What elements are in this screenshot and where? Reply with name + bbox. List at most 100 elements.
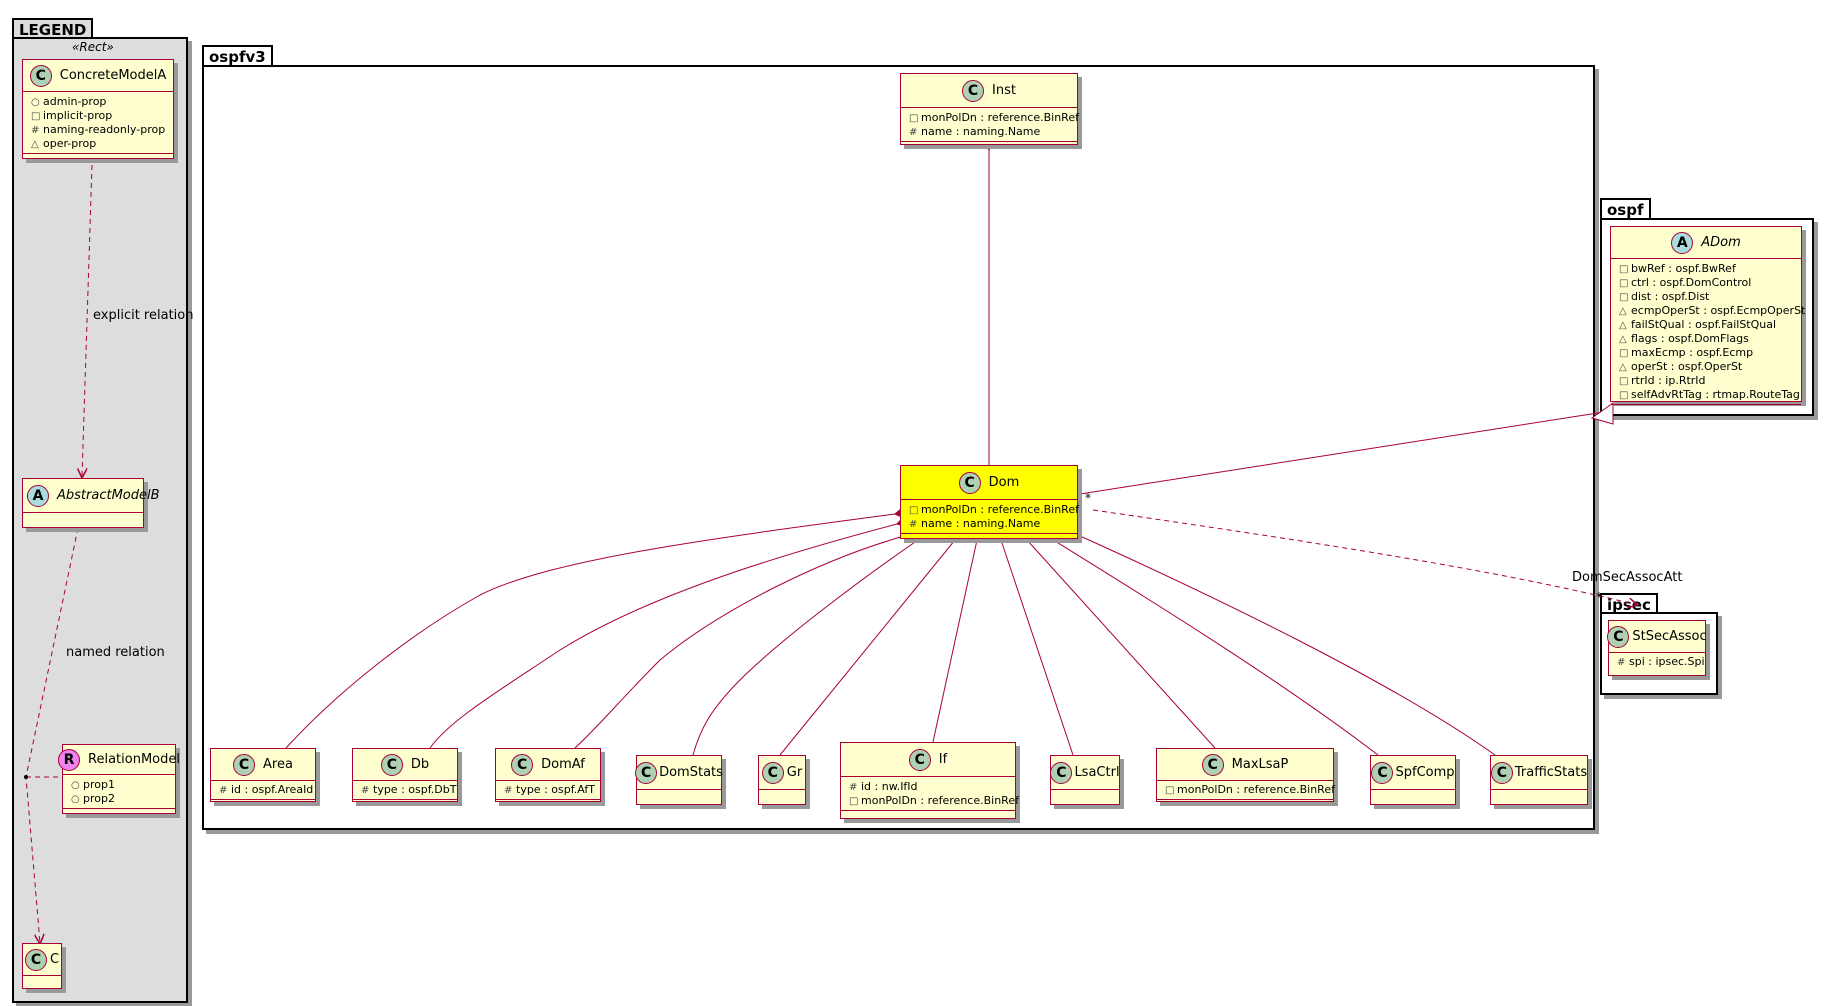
class-name: Gr xyxy=(786,765,803,780)
attr-row: #naming-readonly-prop xyxy=(31,123,166,136)
attr-row: □monPolDn : reference.BinRef xyxy=(1165,783,1335,796)
dom-trafficstats-composition xyxy=(1066,528,1496,756)
attr-row: △failStQual : ospf.FailStQual xyxy=(1619,318,1777,331)
attr-row: □monPolDn : reference.BinRef xyxy=(909,503,1079,516)
attr-row: #type : ospf.DbT xyxy=(361,783,457,796)
db-class: C Db #type : ospf.DbT xyxy=(352,748,458,802)
public-icon: ○ xyxy=(31,97,40,108)
class-name: Db xyxy=(410,757,430,772)
dom-if-composition xyxy=(932,525,984,743)
package-icon: △ xyxy=(1619,306,1627,317)
private-icon: □ xyxy=(1619,278,1629,289)
domstats-class: C DomStats xyxy=(635,755,723,805)
dom-stsecassoc-association xyxy=(1092,509,1637,605)
dom-domaf-composition xyxy=(574,529,919,749)
class-name: ConcreteModelA xyxy=(59,68,167,83)
stsecassoc-class: C StSecAssoc #spi : ipsec.Spi xyxy=(1607,620,1707,676)
private-icon: □ xyxy=(31,111,41,122)
class-name: ADom xyxy=(1701,235,1741,250)
class-name: StSecAssoc xyxy=(1632,629,1707,644)
class-name: If xyxy=(938,752,948,767)
class-c-icon: C xyxy=(1050,761,1073,784)
class-c-icon: C xyxy=(380,753,403,776)
explicit-relation-label: explicit relation xyxy=(93,308,194,323)
attr-row: #name : naming.Name xyxy=(909,517,1041,530)
relation-junction xyxy=(24,775,28,779)
class-name: C xyxy=(49,952,60,967)
public-icon: ○ xyxy=(71,780,80,791)
adom-class: A ADom □bwRef : ospf.BwRef □ctrl : ospf.… xyxy=(1610,226,1806,405)
ospfv3-package-tab: ospfv3 xyxy=(202,45,273,66)
attr-row: □bwRef : ospf.BwRef xyxy=(1619,262,1736,275)
dom-class: C Dom □monPolDn : reference.BinRef #name… xyxy=(900,465,1079,539)
dom-spfcomp-composition xyxy=(1037,530,1379,756)
protected-icon: # xyxy=(31,125,40,136)
inst-class: C Inst □monPolDn : reference.BinRef #nam… xyxy=(900,73,1079,145)
legend-relation-class: R RelationModel ○prop1 ○prop2 xyxy=(58,744,180,814)
class-c-icon: C xyxy=(1201,753,1224,776)
class-name: Inst xyxy=(992,83,1016,98)
attr-row: △ecmpOperSt : ospf.EcmpOperSt xyxy=(1619,304,1806,317)
class-c-icon: C xyxy=(24,948,47,971)
class-name: TrafficStats xyxy=(1514,765,1588,780)
area-class: C Area #id : ospf.AreaId xyxy=(210,748,316,802)
legend-abstract-class: A AbstractModelB xyxy=(22,478,160,528)
class-c-icon: C xyxy=(1607,625,1630,648)
attr-row: □monPolDn : reference.BinRef xyxy=(909,111,1079,124)
dom-maxlsap-composition xyxy=(1016,528,1216,749)
inheritance-triangle xyxy=(1590,402,1614,425)
dom-domstats-composition xyxy=(692,531,931,756)
dom-lsactrl-composition xyxy=(994,525,1074,756)
protected-icon: # xyxy=(849,782,858,793)
class-name: MaxLsaP xyxy=(1231,757,1289,772)
class-name: LsaCtrl xyxy=(1074,765,1120,780)
protected-icon: # xyxy=(504,785,513,796)
private-icon: □ xyxy=(849,796,859,807)
lsactrl-class: C LsaCtrl xyxy=(1050,755,1120,805)
private-icon: □ xyxy=(1165,785,1175,796)
class-name: Dom xyxy=(988,475,1020,490)
class-a-icon: A xyxy=(1671,231,1694,254)
private-icon: □ xyxy=(909,505,919,516)
class-c-icon: C xyxy=(1490,761,1513,784)
attr-row: ○prop2 xyxy=(71,792,115,805)
protected-icon: # xyxy=(909,519,918,530)
attr-row: ○admin-prop xyxy=(31,95,107,108)
class-c-icon: C xyxy=(1371,761,1394,784)
class-name: AbstractModelB xyxy=(57,488,160,503)
dom-sec-assoc-label: DomSecAssocAtt xyxy=(1572,570,1683,585)
class-c-icon: C xyxy=(761,761,784,784)
protected-icon: # xyxy=(361,785,370,796)
package-icon: △ xyxy=(1619,320,1627,331)
attr-row: □ctrl : ospf.DomControl xyxy=(1619,276,1752,289)
private-icon: □ xyxy=(1619,390,1629,401)
dom-gr-composition xyxy=(779,528,965,756)
attr-row: #type : ospf.AfT xyxy=(504,783,596,796)
domaf-class: C DomAf #type : ospf.AfT xyxy=(495,748,601,802)
attr-row: #id : nw.IfId xyxy=(849,780,918,793)
dom-db-composition xyxy=(429,517,912,749)
attr-row: □rtrId : ip.RtrId xyxy=(1619,374,1706,387)
attr-row: #spi : ipsec.Spi xyxy=(1617,655,1705,668)
private-icon: □ xyxy=(1619,264,1629,275)
if-class: C If #id : nw.IfId □monPolDn : reference… xyxy=(840,742,1019,819)
named-relation-line xyxy=(25,527,79,943)
package-icon: △ xyxy=(31,139,39,150)
private-icon: □ xyxy=(1619,292,1629,303)
class-name: SpfComp xyxy=(1395,765,1455,780)
attr-row: □selfAdvRtTag : rtmap.RouteTag xyxy=(1619,388,1800,401)
legend-package-tab: LEGEND xyxy=(12,18,94,39)
dom-adom-inheritance xyxy=(1079,411,1605,495)
trafficstats-class: C TrafficStats xyxy=(1490,755,1588,805)
class-a-icon: A xyxy=(27,484,49,507)
private-icon: □ xyxy=(1619,376,1629,387)
legend-concrete-class: C ConcreteModelA ○admin-prop □implicit-p… xyxy=(22,59,174,159)
protected-icon: # xyxy=(1617,657,1626,668)
legend-stereotype: «Rect» xyxy=(72,40,114,54)
attr-row: □maxEcmp : ospf.Ecmp xyxy=(1619,346,1754,359)
attr-row: □monPolDn : reference.BinRef xyxy=(849,794,1019,807)
class-c-icon: C xyxy=(29,64,52,87)
multiplicity-label: * xyxy=(1085,491,1091,505)
class-name: Area xyxy=(263,757,293,772)
dom-area-composition xyxy=(285,508,910,749)
